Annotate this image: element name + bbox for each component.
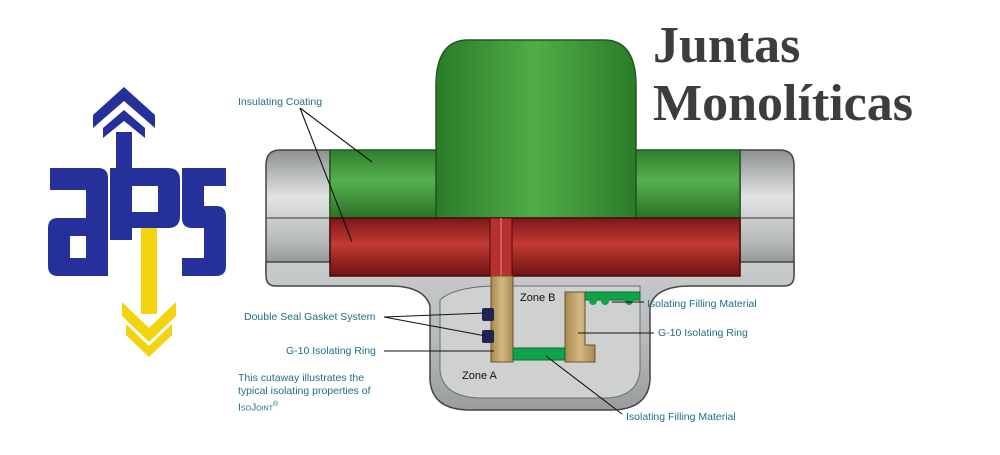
filling-top-bead-3 — [625, 297, 633, 305]
seal-lower — [482, 330, 494, 343]
label-zone-a: Zone A — [462, 370, 497, 382]
filling-top — [584, 291, 641, 301]
logo-down-arrow-icon — [122, 302, 176, 342]
leader-seal-1 — [383, 312, 487, 318]
logo-up-arrow-icon-inner — [103, 110, 145, 138]
cutaway-note: This cutaway illustrates the typical iso… — [238, 372, 388, 415]
filling-bottom — [512, 347, 566, 361]
leader-coating-1 — [299, 107, 373, 163]
label-filling-bottom: Isolating Filling Material — [626, 411, 736, 423]
label-zone-b: Zone B — [520, 292, 556, 304]
label-double-seal: Double Seal Gasket System — [244, 311, 376, 323]
note-line-1: This cutaway illustrates the — [238, 372, 365, 384]
logo-letter-s — [182, 168, 226, 276]
label-insulating-coating: Insulating Coating — [238, 96, 323, 108]
g10-ring-left — [490, 275, 514, 363]
filling-top-bead-2 — [601, 297, 609, 305]
coating-flange — [435, 39, 637, 219]
logo-letter-a — [48, 168, 108, 276]
filling-top-bead-1 — [589, 297, 597, 305]
leader-seal-2 — [383, 316, 487, 337]
leader-fill-bottom — [545, 355, 623, 415]
leader-coating-2 — [299, 107, 353, 243]
label-g10-right: G-10 Isolating Ring — [658, 327, 748, 339]
pipe-red-band — [329, 217, 741, 277]
note-brand: IsoJoint — [238, 401, 274, 414]
aps-logo — [48, 87, 226, 357]
logo-down-stem — [141, 228, 157, 314]
title-line-2: Monolíticas — [653, 75, 913, 132]
label-g10-left: G-10 Isolating Ring — [286, 345, 376, 357]
label-filling-top: Isolating Filling Material — [647, 298, 757, 310]
title-line-1: Juntas — [653, 17, 801, 74]
logo-down-arrow-icon-lower — [126, 324, 172, 357]
note-line-2: typical isolating properties of — [238, 385, 371, 397]
leader-lines — [299, 107, 654, 415]
seal-upper — [482, 308, 494, 321]
note-registered-mark: ® — [273, 401, 279, 408]
logo-letter-p — [110, 168, 180, 240]
logo-up-arrow-icon — [93, 87, 155, 128]
note-line-3: IsoJoint® — [238, 398, 388, 415]
